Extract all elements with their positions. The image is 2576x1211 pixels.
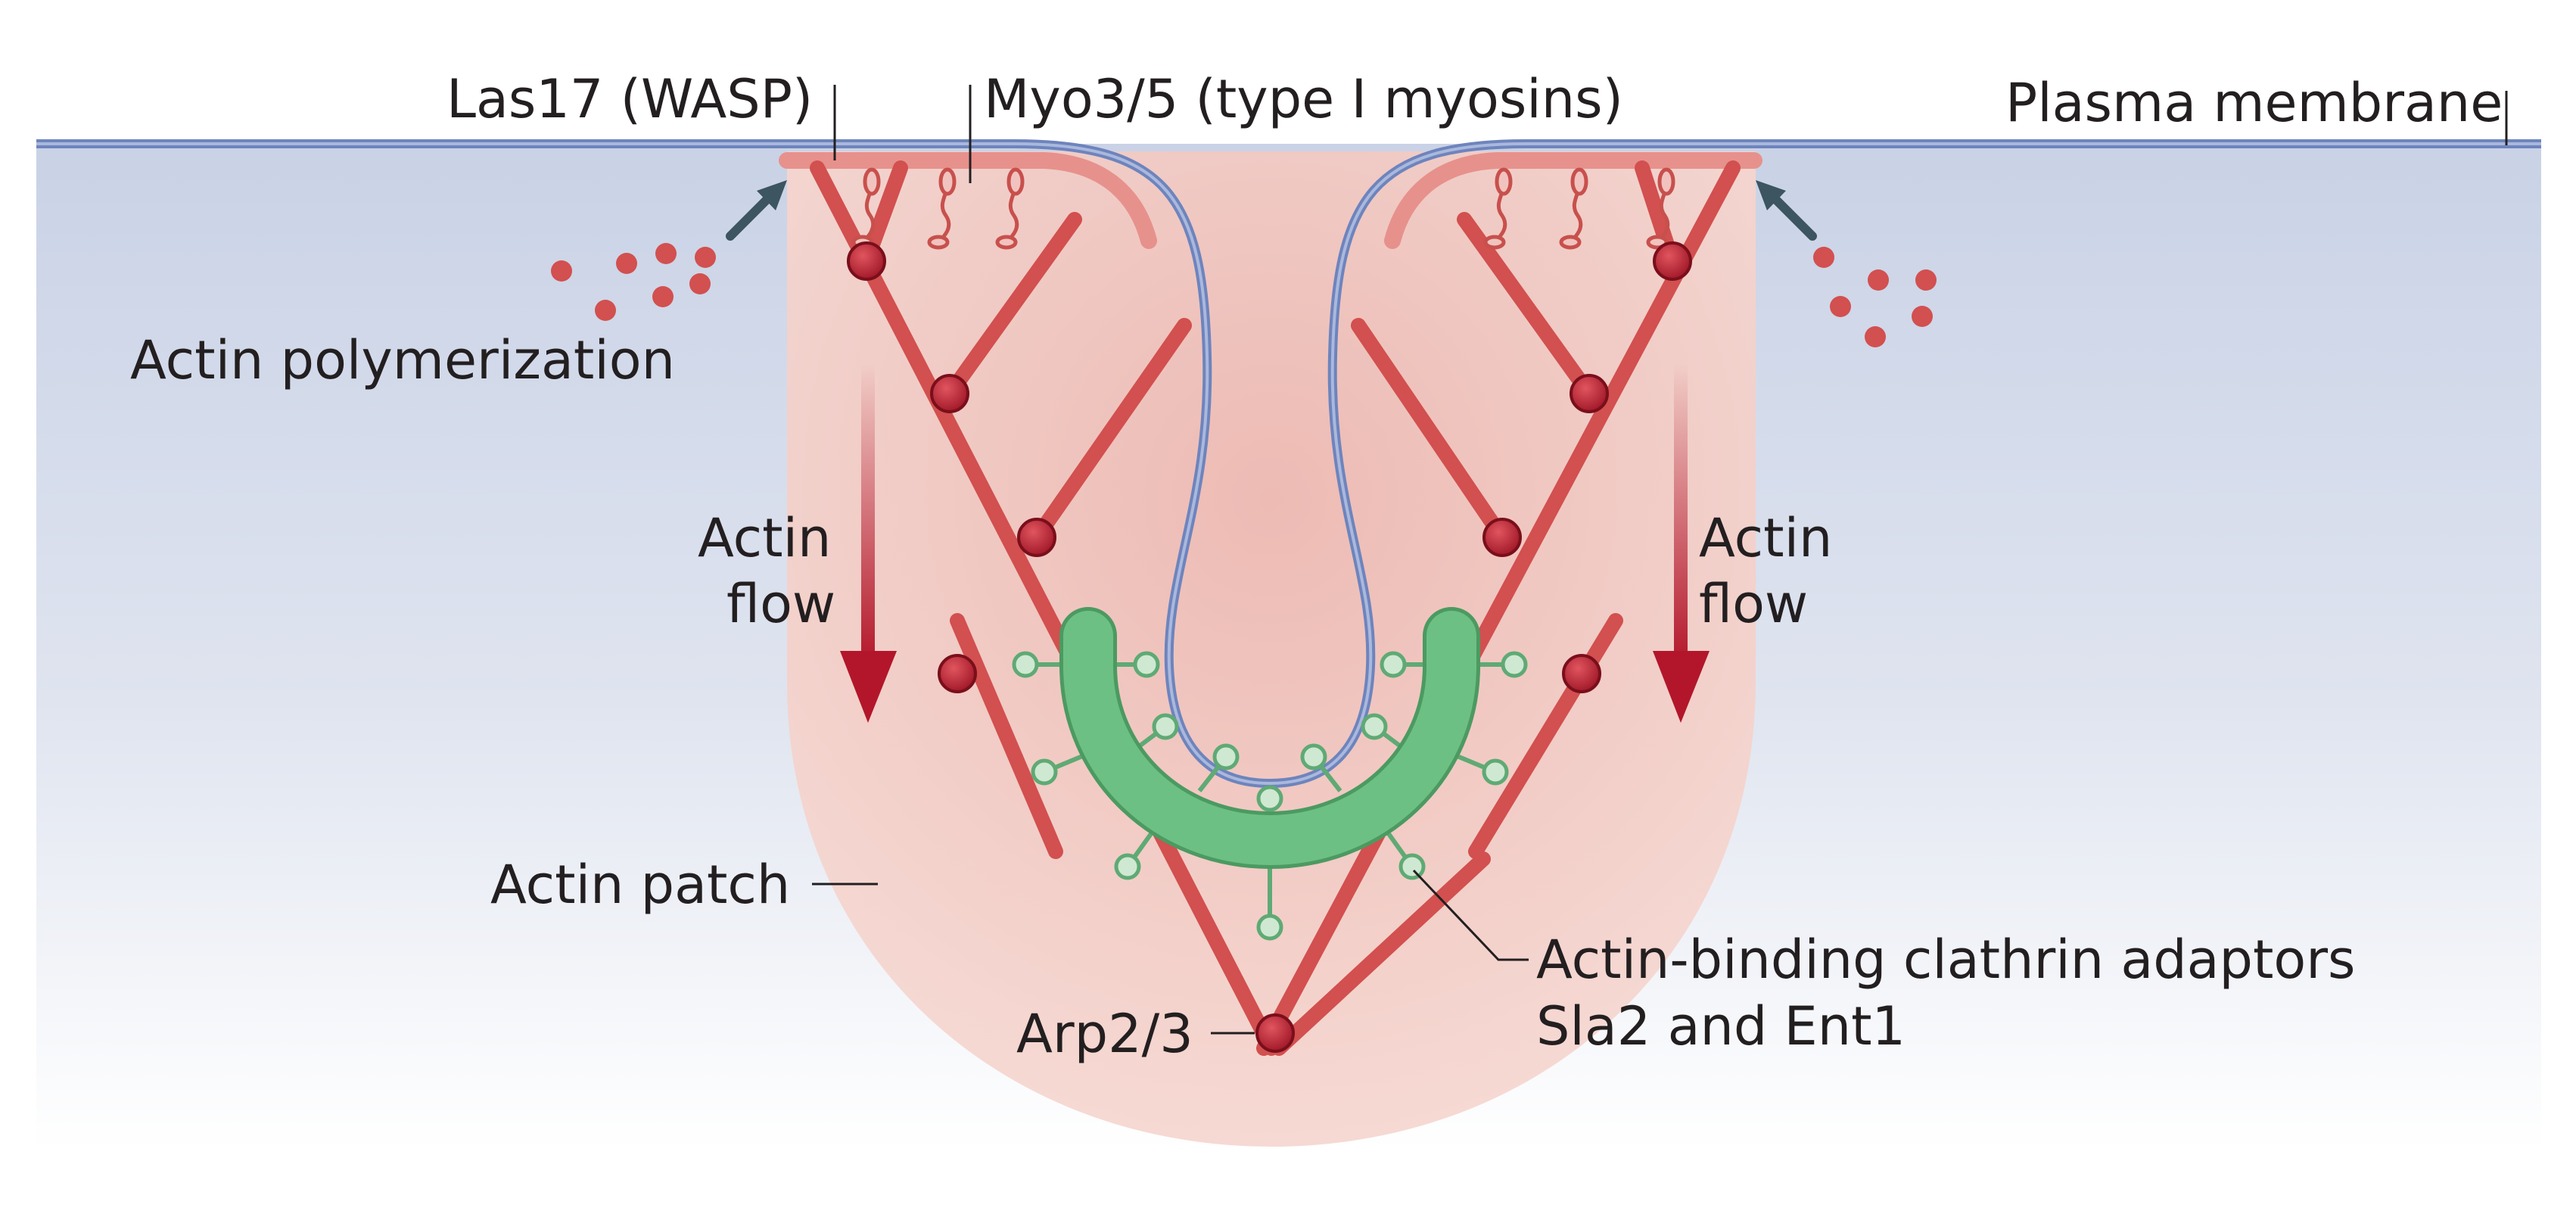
clathrin-adaptor-knobs [1012,651,1528,941]
actin-patch-label: Actin patch [490,854,790,916]
actin-monomers-left [551,243,716,321]
actin-flow-right-label-line2: flow [1699,573,1808,635]
actin-monomers-right [1813,247,1937,347]
polymerization-arrow-left [726,180,787,241]
actin-flow-arrow-right [1653,363,1710,723]
myo-label: Myo3/5 (type I myosins) [984,68,1623,130]
actin-filaments-left [810,160,1491,1056]
arp23-label: Arp2/3 [1016,1003,1193,1065]
actin-polymerization-label: Actin polymerization [130,329,675,391]
actin-flow-right-label-line1: Actin [1699,507,1832,569]
polymerization-arrow-right [1756,180,1817,241]
las17-coat-left [779,152,1157,249]
actin-filaments-right [1256,160,1741,1056]
actin-flow-arrow-left [840,363,897,723]
las17-coat-right [1384,152,1762,249]
adaptors-label-line1: Actin-binding clathrin adaptors [1536,929,2356,991]
leader-lines [812,85,2508,1035]
actin-flow-left-label-line2: flow [726,573,835,635]
arp23-node-bottom [1255,1013,1295,1053]
actin-patch-region [787,151,1756,1147]
arp23-nodes [847,241,1692,1053]
las17-label: Las17 (WASP) [446,68,813,130]
actin-flow-left-label-line1: Actin [698,507,831,569]
plasma-membrane-label: Plasma membrane [2005,72,2503,134]
adaptors-label-line2: Sla2 and Ent1 [1536,995,1906,1057]
